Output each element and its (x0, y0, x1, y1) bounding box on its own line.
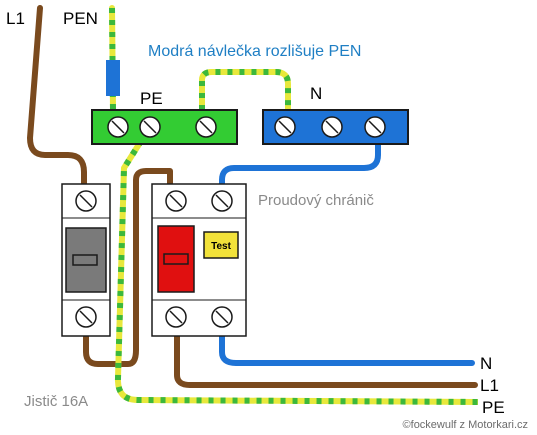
rcd-terminal-screw (165, 306, 187, 328)
rcd-terminal-screw (211, 306, 233, 328)
n-terminal-screw (274, 116, 296, 138)
pe-terminal-screw (195, 116, 217, 138)
rcd-terminal-screw (165, 190, 187, 212)
label-out-n: N (480, 354, 492, 373)
breaker-terminal-screw (75, 190, 97, 212)
label-blue-sleeve-note: Modrá návlečka rozlišuje PEN (148, 43, 361, 60)
test-button-label: Test (211, 241, 231, 252)
label-n-bus: N (310, 84, 322, 103)
n-input-wire (219, 137, 381, 193)
label-out-pe: PE (482, 398, 505, 417)
pe-terminal-screw (107, 116, 129, 138)
breaker-lever[interactable] (65, 227, 107, 293)
circuit-breaker (61, 183, 111, 337)
test-button[interactable] (203, 231, 239, 259)
breaker-lever-slot (72, 254, 98, 266)
breaker-terminal-screw (75, 306, 97, 328)
blue-sleeve (106, 60, 120, 96)
label-breaker: Jistič 16A (24, 393, 88, 410)
l1-input-wire (27, 5, 87, 193)
rcd: Test (151, 183, 247, 337)
l1-output-wire (174, 330, 478, 388)
label-copyright: ©fockewulf z Motorkari.cz (403, 419, 528, 431)
n-terminal-screw (364, 116, 386, 138)
label-pe-bus: PE (140, 89, 163, 108)
pe-terminal-screw (139, 116, 161, 138)
label-out-l1: L1 (480, 376, 499, 395)
label-l1-top: L1 (6, 9, 25, 28)
pe-n-bridge-wire (199, 69, 291, 110)
label-rcd: Proudový chránič (258, 192, 374, 209)
n-terminal-screw (321, 116, 343, 138)
rcd-lever-slot (163, 253, 189, 265)
breaker-to-rcd-wire (83, 168, 173, 367)
label-pen-top: PEN (63, 9, 98, 28)
n-bus-bar (262, 109, 409, 145)
rcd-terminal-screw (211, 190, 233, 212)
pe-bus-bar (91, 109, 238, 145)
n-output-wire (219, 330, 475, 366)
pe-output-wire (114, 128, 479, 405)
